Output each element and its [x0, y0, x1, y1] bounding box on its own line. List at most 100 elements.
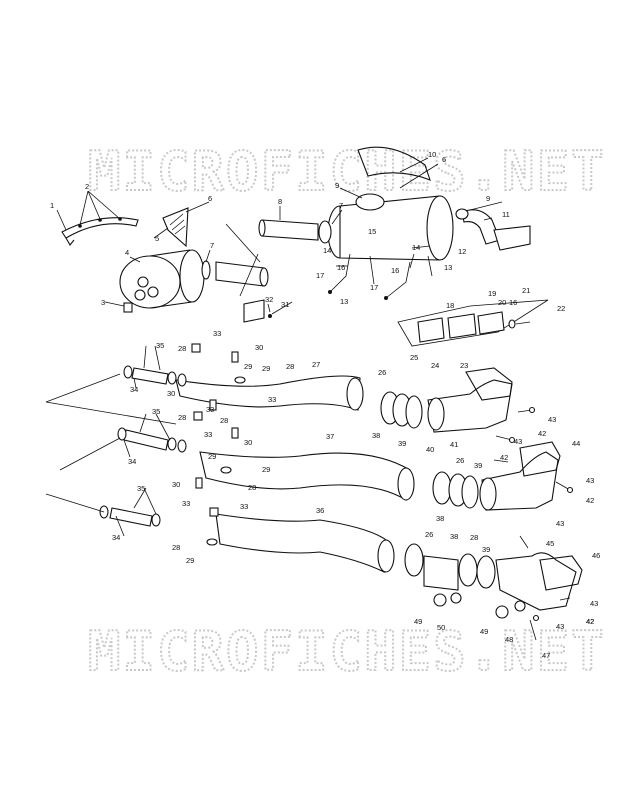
callout-28: 28	[248, 483, 256, 492]
callout-26: 26	[425, 530, 433, 539]
bracket-strap	[61, 217, 139, 246]
callout-6: 6	[208, 194, 212, 203]
hanger-brackets	[328, 253, 433, 300]
silencer-canister	[119, 249, 205, 313]
callout-36: 36	[316, 506, 324, 515]
callout-29: 29	[262, 364, 270, 373]
callout-37: 37	[326, 432, 334, 441]
callout-43: 43	[514, 437, 522, 446]
callout-30: 30	[167, 389, 175, 398]
callout-49: 49	[480, 627, 488, 636]
callout-43: 43	[586, 476, 594, 485]
callout-11: 11	[502, 210, 510, 219]
callout-29: 29	[262, 465, 270, 474]
callout-39: 39	[474, 461, 482, 470]
callout-5: 5	[155, 234, 159, 243]
callout-42: 42	[538, 429, 546, 438]
callout-13: 13	[444, 263, 452, 272]
bolt-hardware	[433, 406, 574, 641]
callout-7: 7	[210, 241, 214, 250]
callout-12: 12	[458, 247, 466, 256]
exhaust-flanges	[397, 299, 549, 347]
callout-13: 13	[340, 297, 348, 306]
mounting-plate	[162, 207, 189, 248]
support-tube-upper	[123, 365, 187, 387]
callout-35: 35	[137, 484, 145, 493]
callout-17: 17	[370, 283, 378, 292]
callout-39: 39	[398, 439, 406, 448]
muffler-body	[318, 146, 454, 261]
callout-38: 38	[372, 431, 380, 440]
callout-30: 30	[244, 438, 252, 447]
callout-30: 30	[172, 480, 180, 489]
support-tube-middle	[117, 427, 187, 453]
support-tube-lower	[99, 505, 161, 527]
watermark-bottom: MICROFICHES.NET	[88, 620, 606, 683]
callout-33: 33	[213, 329, 221, 338]
callout-8: 8	[278, 197, 282, 206]
callout-18: 18	[446, 301, 454, 310]
callout-43: 43	[556, 519, 564, 528]
callout-19: 19	[488, 289, 496, 298]
callout-21: 21	[522, 286, 530, 295]
callout-28: 28	[286, 362, 294, 371]
callout-30: 30	[255, 343, 263, 352]
callout-45: 45	[546, 539, 554, 548]
callout-42: 42	[586, 496, 594, 505]
callout-35: 35	[152, 407, 160, 416]
callout-42: 42	[500, 453, 508, 462]
callout-9: 9	[486, 194, 490, 203]
inlet-tube	[201, 260, 269, 287]
callout-38: 38	[450, 532, 458, 541]
callout-3: 3	[101, 298, 105, 307]
callout-16: 16	[391, 266, 399, 275]
callout-33: 33	[206, 405, 214, 414]
callout-33: 33	[240, 502, 248, 511]
exhaust-pipe-upper	[175, 375, 513, 433]
callout-16: 16	[337, 263, 345, 272]
callout-14: 14	[412, 243, 420, 252]
callout-41: 41	[450, 440, 458, 449]
callout-43: 43	[590, 599, 598, 608]
leader-lines	[56, 157, 503, 537]
callout-20: 20	[498, 298, 506, 307]
callout-28: 28	[178, 413, 186, 422]
callout-33: 33	[268, 395, 276, 404]
callout-27: 27	[312, 360, 320, 369]
callout-42: 42	[586, 617, 594, 626]
callout-2: 2	[85, 182, 89, 191]
callout-31: 31	[281, 300, 289, 309]
callout-29: 29	[244, 362, 252, 371]
callout-50: 50	[437, 623, 445, 632]
connection-lines	[45, 223, 261, 513]
sensor-fittings	[191, 343, 246, 546]
callout-33: 33	[182, 499, 190, 508]
callout-38: 38	[436, 514, 444, 523]
callout-44: 44	[572, 439, 580, 448]
callout-43: 43	[548, 415, 556, 424]
callout-16: 16	[509, 298, 517, 307]
callout-23: 23	[460, 361, 468, 370]
callout-42: 42	[586, 617, 594, 626]
exhaust-pipe-lower	[215, 513, 577, 611]
callout-32: 32	[265, 295, 273, 304]
callout-29: 29	[186, 556, 194, 565]
muffler-inlet-pipe	[258, 219, 319, 241]
callout-34: 34	[128, 457, 136, 466]
callout-9: 9	[335, 181, 339, 190]
callout-48: 48	[505, 635, 513, 644]
callout-6: 6	[442, 155, 446, 164]
callout-25: 25	[410, 353, 418, 362]
callout-34: 34	[112, 533, 120, 542]
callout-14: 14	[323, 246, 331, 255]
callout-labels: 1 2 3 4 5 6 6 7 7 8 9 9 10 11 12 13 13 1…	[50, 150, 600, 660]
callout-40: 40	[426, 445, 434, 454]
callout-49: 49	[414, 617, 422, 626]
callout-15: 15	[368, 227, 376, 236]
callout-28: 28	[220, 416, 228, 425]
callout-29: 29	[208, 452, 216, 461]
exhaust-pipe-middle	[199, 451, 559, 511]
callout-1: 1	[50, 201, 54, 210]
callout-28: 28	[470, 533, 478, 542]
